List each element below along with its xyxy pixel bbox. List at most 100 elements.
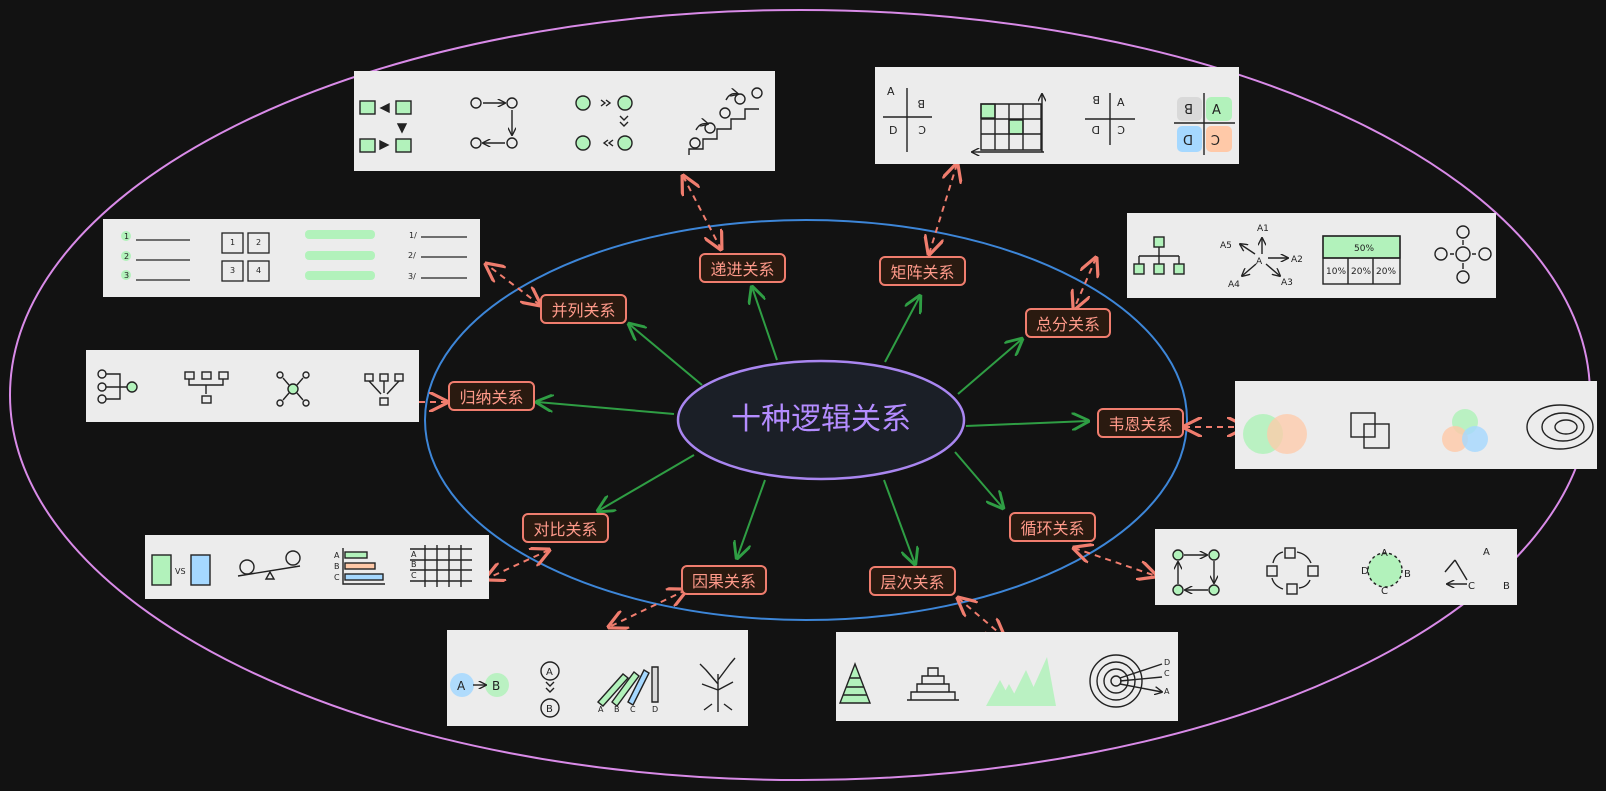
contrast-letter: A	[334, 551, 340, 560]
domino-letter: D	[652, 705, 658, 714]
general-table-cell: 20%	[1351, 267, 1371, 277]
node-causal[interactable]: 因果关系	[681, 565, 767, 595]
general-table-cell: 50%	[1354, 244, 1374, 254]
arrow-to-causal	[737, 479, 766, 558]
cycle-letter: B	[1503, 581, 1510, 592]
node-induction[interactable]: 归纳关系	[448, 381, 535, 411]
arrow-to-progressive	[752, 287, 778, 361]
card-matrix: A B D C B A D C B A D C	[875, 67, 1239, 164]
matrix-letter: C	[1117, 123, 1125, 136]
matrix-letter: A	[1117, 96, 1125, 109]
dash-parallel	[486, 264, 540, 305]
arrow-to-contrast	[598, 454, 695, 511]
contrast-letter: C	[334, 573, 340, 582]
dash-matrix	[929, 164, 957, 254]
matrix-letter: D	[1183, 131, 1193, 146]
causal-letter: B	[546, 704, 553, 715]
dashed-arrows	[399, 164, 1245, 637]
dash-progressive	[683, 176, 721, 249]
general-letter: A	[1256, 257, 1263, 267]
center-ellipse	[676, 359, 966, 481]
card-causal: A B A B A B C D	[447, 630, 748, 726]
general-letter: A4	[1228, 280, 1240, 290]
target-letter: A	[1164, 687, 1170, 696]
matrix-letter: B	[1092, 93, 1100, 106]
matrix-letter: C	[1211, 131, 1220, 146]
matrix-letter: C	[918, 123, 926, 136]
contrast-letter: A	[411, 550, 417, 559]
grid-number: 4	[256, 266, 261, 275]
matrix-letter: A	[1212, 103, 1221, 118]
card-contrast: VS A B C A B C	[145, 535, 489, 599]
cycle-letter: C	[1468, 581, 1475, 592]
cycle-letter: D	[1361, 566, 1369, 577]
general-letter: A5	[1220, 241, 1232, 251]
target-letter: D	[1164, 658, 1170, 667]
green-arrows	[537, 287, 1088, 564]
cycle-letter: C	[1381, 586, 1388, 597]
slash-number: 2/	[408, 251, 416, 260]
contrast-letter: B	[334, 562, 340, 571]
domino-letter: C	[630, 705, 636, 714]
card-induction	[86, 350, 419, 422]
dash-cycle	[1074, 548, 1156, 576]
matrix-letter: B	[917, 97, 925, 110]
causal-letter: B	[492, 679, 500, 693]
cycle-letter: A	[1381, 548, 1388, 559]
arrow-to-general	[957, 339, 1022, 395]
dash-causal	[609, 590, 686, 627]
cycle-letter: B	[1404, 569, 1411, 580]
matrix-letter: D	[889, 124, 897, 137]
arrow-to-venn	[965, 421, 1088, 426]
grid-number: 3	[230, 266, 235, 275]
matrix-letter: A	[887, 85, 895, 98]
node-general[interactable]: 总分关系	[1025, 308, 1111, 338]
grid-number: 1	[230, 238, 235, 247]
cycle-letter: A	[1483, 547, 1490, 558]
dash-contrast	[486, 550, 549, 579]
dash-general	[1074, 258, 1096, 309]
arrow-to-parallel	[629, 324, 703, 386]
general-letter: A1	[1257, 224, 1269, 234]
general-letter: A2	[1291, 255, 1303, 265]
list-number: 1	[124, 232, 129, 241]
general-table-cell: 10%	[1326, 267, 1346, 277]
matrix-letter: B	[1184, 100, 1193, 115]
slash-number: 1/	[409, 231, 417, 240]
node-venn[interactable]: 韦恩关系	[1097, 408, 1184, 438]
card-hierarchy: D C A	[836, 632, 1178, 721]
arrow-to-hierarchy	[883, 479, 915, 564]
domino-letter: B	[614, 705, 620, 714]
card-progressive	[354, 71, 775, 171]
node-hierarchy[interactable]: 层次关系	[869, 566, 956, 596]
contrast-letter: B	[411, 560, 417, 569]
card-venn	[1235, 381, 1597, 469]
node-contrast[interactable]: 对比关系	[522, 513, 609, 543]
arrow-to-induction	[537, 402, 675, 415]
causal-letter: A	[546, 667, 553, 678]
center-title: 十种逻辑关系	[731, 402, 911, 437]
general-letter: A3	[1281, 278, 1293, 288]
card-general: A1 A5 A A2 A4 A3 50% 10% 20% 20%	[1127, 213, 1496, 298]
contrast-vs: VS	[175, 567, 186, 576]
card-cycle: A B C D A B C	[1155, 529, 1517, 605]
grid-number: 2	[256, 238, 261, 247]
contrast-letter: C	[411, 571, 417, 580]
domino-letter: A	[598, 705, 604, 714]
list-number: 3	[124, 271, 129, 280]
node-progressive[interactable]: 递进关系	[699, 253, 786, 283]
arrow-to-cycle	[954, 451, 1003, 508]
matrix-letter: D	[1092, 123, 1100, 136]
target-letter: C	[1164, 669, 1170, 678]
causal-letter: A	[457, 679, 466, 693]
node-parallel[interactable]: 并列关系	[540, 294, 627, 324]
card-parallel: 1 2 3 1 2 3 4 1/ 2/ 3/	[103, 219, 480, 297]
dash-hierarchy	[958, 598, 1004, 637]
list-number: 2	[124, 252, 129, 261]
general-table-cell: 20%	[1376, 267, 1396, 277]
arrow-to-matrix	[884, 296, 920, 363]
node-matrix[interactable]: 矩阵关系	[879, 256, 966, 286]
slash-number: 3/	[408, 272, 416, 281]
node-cycle[interactable]: 循环关系	[1009, 512, 1096, 542]
